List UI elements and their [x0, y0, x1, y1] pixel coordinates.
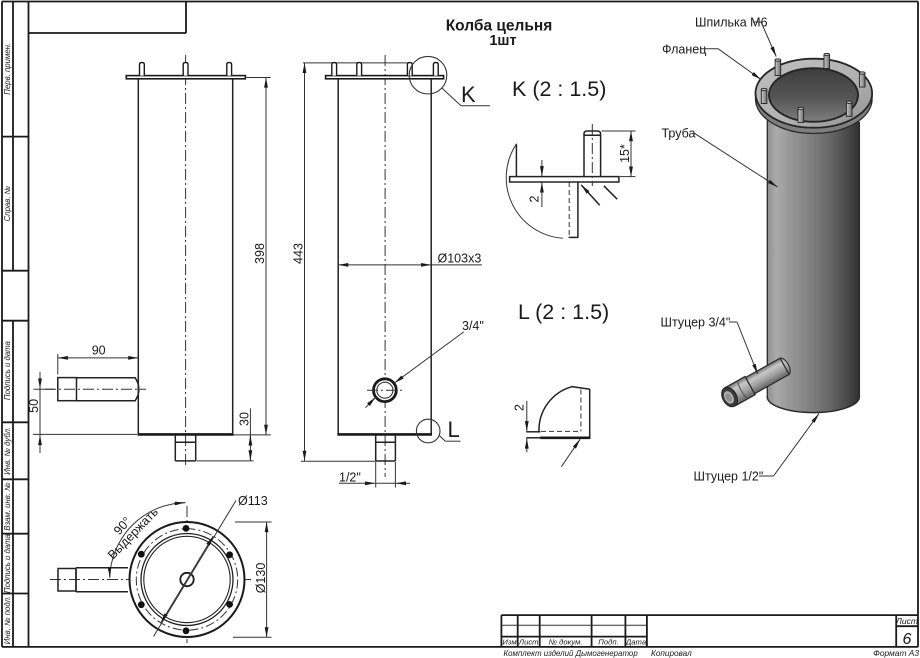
svg-text:K (2 : 1.5): K (2 : 1.5)	[512, 77, 606, 101]
svg-text:15*: 15*	[618, 144, 632, 163]
svg-text:Шпилька М6: Шпилька М6	[695, 16, 768, 30]
svg-text:Колба цельня: Колба цельня	[446, 18, 553, 35]
svg-text:Инв. № подл.: Инв. № подл.	[3, 596, 12, 644]
svg-text:30: 30	[238, 412, 252, 426]
svg-text:90: 90	[92, 343, 106, 357]
svg-text:Штуцер 3/4": Штуцер 3/4"	[661, 316, 731, 330]
svg-text:Копировал: Копировал	[651, 649, 692, 658]
svg-text:Комплект изделий Дымогенератор: Комплект изделий Дымогенератор	[504, 649, 639, 658]
svg-text:Ø103x3: Ø103x3	[438, 251, 482, 265]
svg-text:Справ. №: Справ. №	[3, 186, 12, 221]
svg-text:Формат А3: Формат А3	[873, 648, 919, 658]
svg-text:Взам. инв. №: Взам. инв. №	[3, 482, 12, 530]
svg-text:№ докум.: № докум.	[549, 637, 583, 646]
svg-text:Лист: Лист	[895, 616, 918, 626]
svg-text:Инв. № дубл.: Инв. № дубл.	[3, 427, 12, 475]
svg-text:Перв. примен.: Перв. примен.	[3, 43, 12, 95]
svg-text:Штуцер 1/2": Штуцер 1/2"	[694, 470, 764, 484]
svg-text:Труба: Труба	[662, 127, 696, 141]
svg-text:K: K	[461, 82, 476, 107]
svg-text:443: 443	[292, 243, 306, 264]
svg-text:Ø113: Ø113	[238, 494, 268, 508]
svg-text:2: 2	[528, 195, 542, 202]
svg-text:6: 6	[903, 631, 912, 648]
svg-text:Подпись и дата: Подпись и дата	[3, 340, 12, 400]
svg-text:2: 2	[513, 404, 527, 411]
svg-text:L (2 : 1.5): L (2 : 1.5)	[518, 300, 609, 324]
svg-text:Фланец: Фланец	[662, 43, 706, 57]
svg-text:1/2": 1/2"	[339, 471, 361, 485]
svg-text:Подп.: Подп.	[598, 637, 618, 646]
svg-text:Изм: Изм	[502, 637, 517, 646]
svg-text:L: L	[448, 417, 460, 442]
svg-text:Ø130: Ø130	[254, 563, 268, 594]
svg-text:3/4": 3/4"	[462, 319, 484, 333]
svg-text:398: 398	[253, 243, 267, 264]
svg-text:Лист: Лист	[518, 637, 539, 646]
svg-text:1шт: 1шт	[489, 33, 516, 49]
svg-text:50: 50	[27, 399, 41, 413]
svg-text:Дата: Дата	[625, 637, 647, 646]
svg-text:Подпись и дата: Подпись и дата	[3, 533, 12, 593]
